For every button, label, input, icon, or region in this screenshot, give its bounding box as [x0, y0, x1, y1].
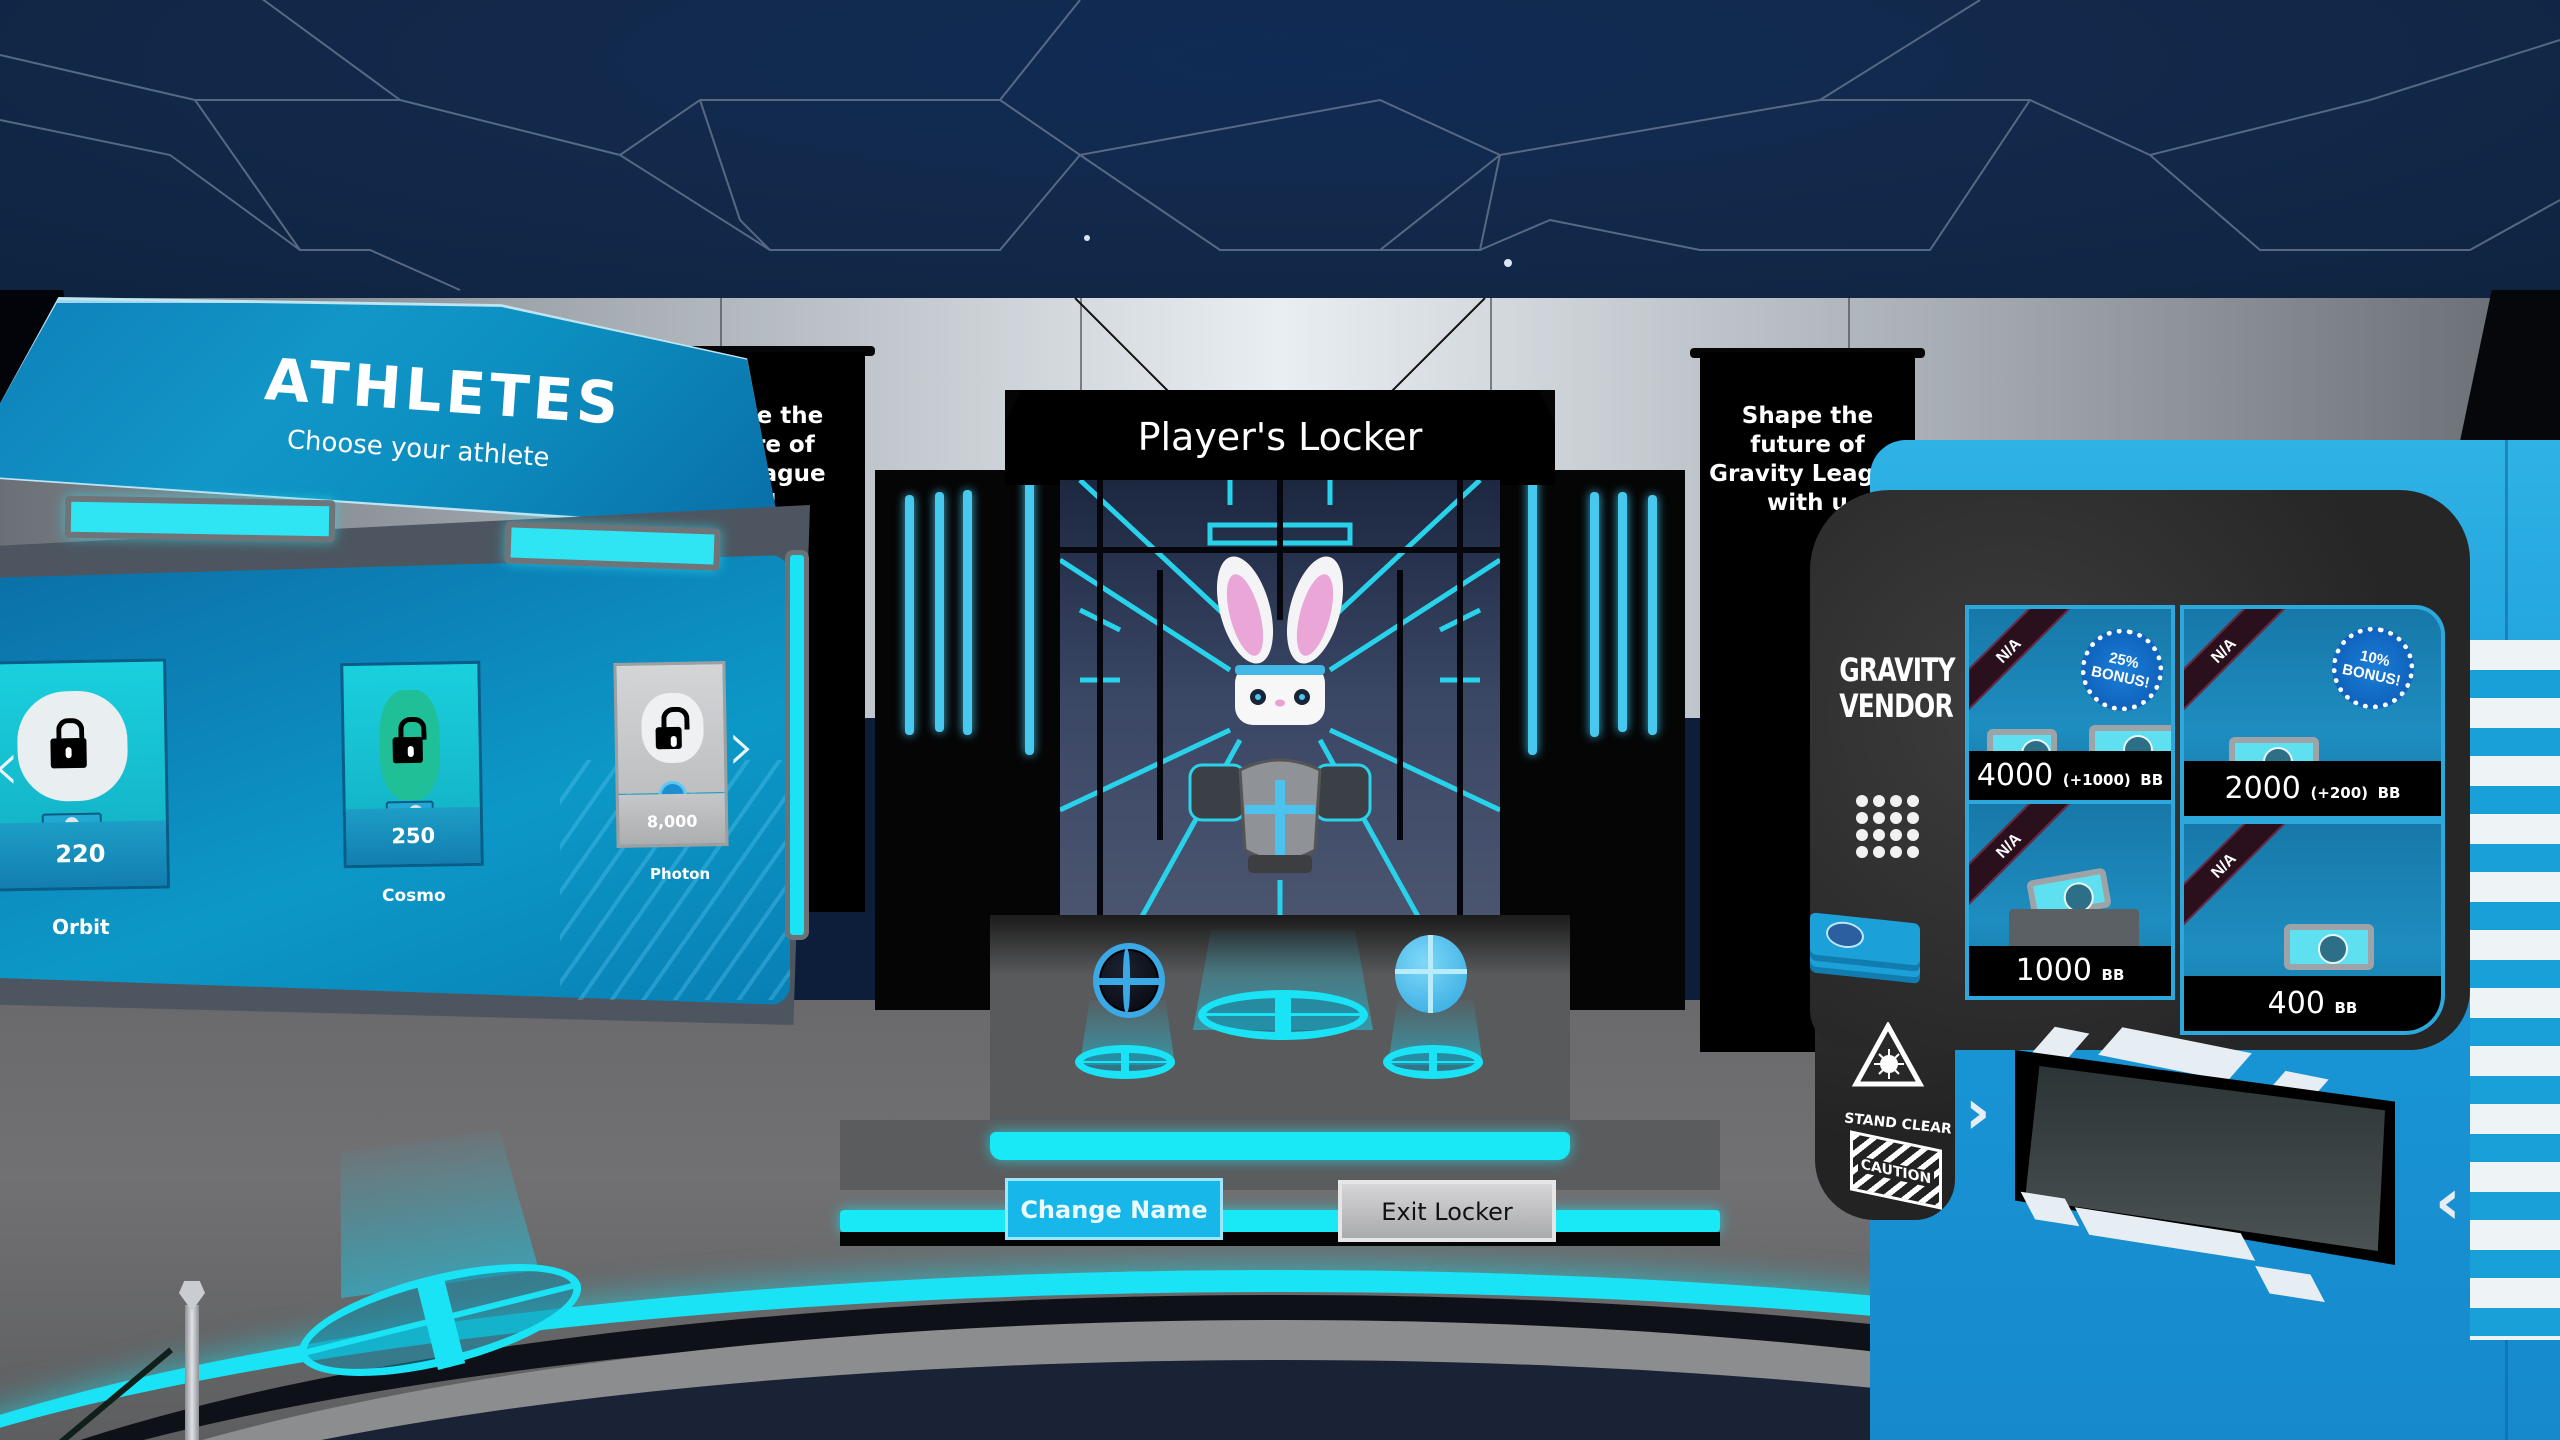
neon-light	[1590, 492, 1599, 737]
offer-price: 4000 (+1000) BB	[1969, 751, 2171, 801]
hex-ceiling	[0, 0, 2560, 300]
chevron-left-icon[interactable]: ‹	[0, 725, 20, 807]
locker-title: Player's Locker	[1137, 415, 1423, 459]
neon-light	[1528, 445, 1537, 755]
neon-light	[1648, 495, 1657, 735]
neon-light	[905, 495, 914, 735]
caution-label: CAUTION	[1857, 1155, 1935, 1189]
lock-icon	[50, 737, 87, 769]
panel-side-light	[785, 550, 809, 940]
na-ribbon: N/A	[1969, 609, 2072, 714]
vendor-offer-400[interactable]: N/A 400 BB	[2180, 820, 2445, 1035]
bunny-character	[1188, 556, 1372, 873]
chevron-right-icon: ›	[1965, 1075, 1991, 1148]
lock-icon	[655, 726, 682, 750]
vendor-offer-1000[interactable]: N/A 1000 BB	[1965, 800, 2175, 1000]
athlete-name: Cosmo	[382, 886, 446, 906]
athlete-card-photon[interactable]: 8,000	[613, 661, 729, 848]
exit-locker-button[interactable]: Exit Locker	[1338, 1180, 1556, 1242]
vendor-title-line1: GRAVITY	[1839, 651, 1955, 689]
athlete-name: Orbit	[52, 915, 110, 939]
offer-price: 1000 BB	[1969, 946, 2171, 996]
athlete-portrait	[616, 664, 725, 794]
athlete-name: Photon	[650, 865, 711, 883]
neon-light	[963, 490, 972, 735]
change-name-button[interactable]: Change Name	[1005, 1178, 1223, 1240]
vendor-offer-4000[interactable]: N/A 25%BONUS! 4000 (+1000) BB	[1965, 605, 2175, 805]
lock-icon	[392, 736, 423, 764]
athlete-card-cosmo[interactable]: 250	[340, 660, 484, 869]
offer-price: 400 BB	[2184, 976, 2441, 1031]
athlete-portrait	[0, 661, 166, 825]
speaker-grille-icon	[1856, 795, 1919, 858]
vendor-title-line2: VENDOR	[1839, 687, 1954, 725]
dark-ball-item[interactable]	[1093, 943, 1165, 1018]
cyan-ball-item[interactable]	[1395, 935, 1467, 1013]
stanchion-left	[185, 1305, 199, 1440]
athlete-price: 8,000	[618, 793, 726, 845]
banner-right-line: future of	[1750, 432, 1865, 458]
panel-light-bar	[64, 495, 336, 543]
athlete-card-orbit[interactable]: 220	[0, 658, 170, 892]
ceiling-cables	[1074, 298, 1486, 394]
neon-light	[1618, 492, 1627, 732]
locker-preview-window	[1060, 480, 1500, 920]
athlete-portrait	[343, 663, 480, 812]
chevron-right-icon[interactable]: ›	[728, 705, 756, 787]
neon-light	[1025, 445, 1034, 755]
offer-price: 2000 (+200) BB	[2184, 761, 2441, 816]
lower-step-edge	[840, 1232, 1720, 1246]
athlete-price: 220	[0, 820, 167, 889]
bb-cash-icon	[2284, 924, 2374, 970]
na-ribbon: N/A	[2184, 824, 2287, 929]
banner-right-line: Shape the	[1741, 403, 1874, 429]
bonus-badge: 25%BONUS!	[2073, 621, 2171, 719]
laser-warning-icon	[1852, 1022, 1924, 1087]
chevron-left-icon: ‹	[2435, 1165, 2461, 1238]
locker-neon-strip-front	[990, 1132, 1570, 1160]
vendor-stripes	[2470, 640, 2560, 1340]
locker-header	[1005, 390, 1555, 485]
banner-rod-left	[640, 346, 875, 356]
lower-step-neon	[840, 1210, 1720, 1232]
wall-seam	[1490, 298, 1492, 438]
athlete-price: 250	[345, 806, 481, 866]
neon-light	[935, 492, 944, 732]
vendor-offer-2000[interactable]: N/A 10%BONUS! 2000 (+200) BB	[2180, 605, 2445, 820]
na-ribbon: N/A	[2184, 609, 2287, 714]
panel-light-bar	[504, 521, 721, 571]
wall-seam	[1080, 298, 1082, 438]
bonus-badge: 10%BONUS!	[2324, 619, 2422, 717]
vendor-title: GRAVITY VENDOR	[1839, 651, 1955, 725]
locker-pillar-left	[1005, 390, 1065, 1010]
